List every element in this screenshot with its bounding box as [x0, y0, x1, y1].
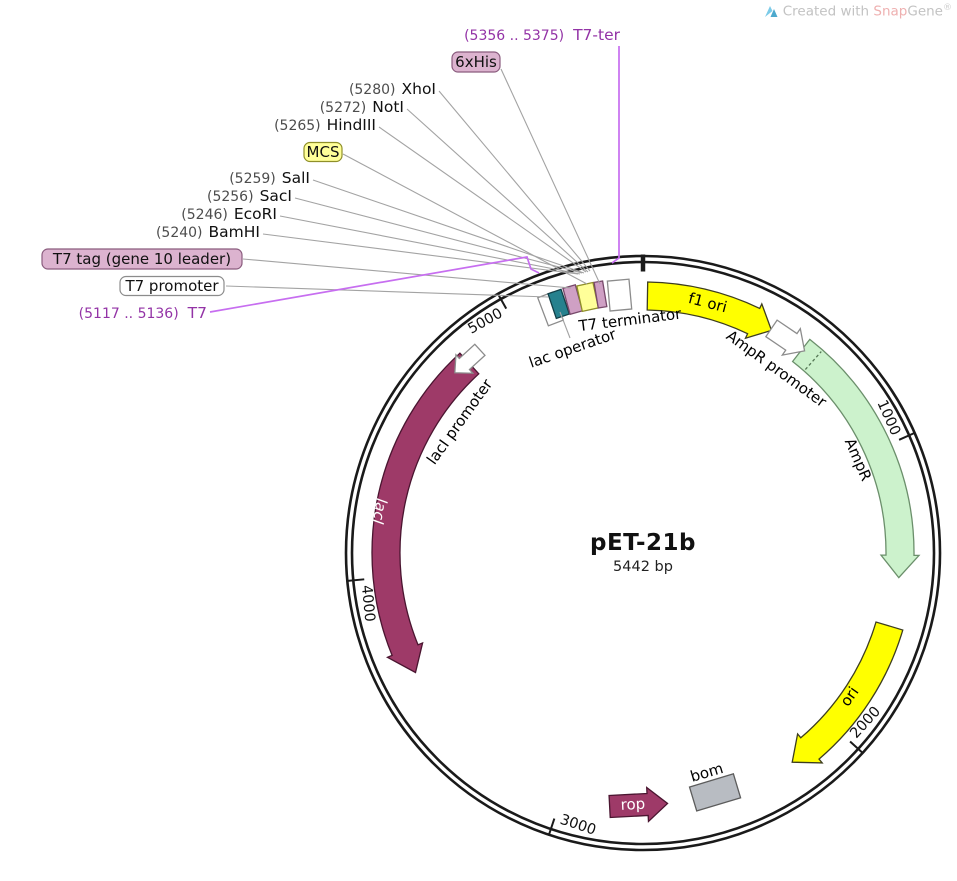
callout-t7-ter[interactable]: (5356 .. 5375)T7-ter	[464, 26, 621, 44]
feature-ampr[interactable]	[791, 338, 921, 579]
snapgene-logo-icon	[764, 5, 778, 17]
callout-bamhi[interactable]: (5240)BamHI	[156, 223, 260, 241]
feature-t7-terminator[interactable]	[606, 278, 633, 312]
callout-6xhis[interactable]: 6xHis	[451, 51, 501, 73]
feature-rop[interactable]	[608, 786, 669, 823]
ruler-tick-1000	[898, 431, 916, 441]
callout-t7-promoter[interactable]: T7 promoter	[119, 275, 225, 297]
callout-ecori[interactable]: (5246)EcoRI	[181, 205, 277, 223]
callout-label-mcs: MCS	[307, 143, 340, 161]
callout-line-6xhis	[500, 68, 601, 285]
callout-box-t7-tag[interactable]	[41, 248, 243, 270]
callout-line-t7-tag	[242, 258, 572, 289]
feature-bom[interactable]	[688, 773, 742, 812]
callout-line-saci	[294, 197, 583, 274]
callout-box-6xhis[interactable]	[451, 51, 501, 73]
lac-operator-connector-line	[559, 311, 571, 339]
feature-label-rop[interactable]: rop	[620, 795, 645, 814]
callout-t7[interactable]: (5117 .. 5136)T7	[79, 304, 207, 322]
callout-line-noti	[406, 108, 589, 273]
callout-line-t7	[209, 256, 540, 313]
callout-label-t7-tag: T7 tag (gene 10 leader)	[52, 250, 231, 268]
callout-box-t7-promoter[interactable]	[119, 275, 225, 297]
feature-ampr-divider	[804, 351, 822, 370]
plasmid-title: pET-21b 5442 bp	[543, 530, 743, 575]
callout-label-t7-promoter: T7 promoter	[124, 277, 219, 295]
ruler-label-4000: 4000	[358, 584, 377, 622]
watermark: Created with SnapGene®	[764, 3, 952, 20]
ruler-tick-4000	[346, 578, 365, 582]
callout-line-mcs	[342, 153, 588, 285]
callout-line-bamhi	[262, 233, 579, 275]
feature-laci-promoter[interactable]	[446, 341, 488, 382]
callout-box-mcs[interactable]	[303, 141, 343, 163]
feature-label-laci[interactable]: lacI	[369, 497, 391, 526]
callout-hindiii[interactable]: (5265)HindIII	[274, 116, 376, 134]
feature-f1-ori[interactable]	[646, 281, 773, 340]
callout-xhoi[interactable]: (5280)XhoI	[349, 80, 436, 98]
ruler-tick-3000	[547, 818, 556, 836]
callout-line-t7-ter	[611, 46, 620, 264]
ruler-tick-2000	[849, 740, 865, 755]
callout-label-6xhis: 6xHis	[455, 53, 497, 71]
feature-ori[interactable]	[791, 621, 904, 764]
plasmid-name: pET-21b	[589, 530, 696, 556]
callout-t7-tag[interactable]: T7 tag (gene 10 leader)	[41, 248, 243, 270]
watermark-text: Created with SnapGene®	[782, 3, 952, 20]
feature-laci[interactable]	[371, 352, 480, 674]
callout-line-sali	[312, 179, 585, 274]
callout-line-t7-promoter	[225, 285, 549, 298]
plasmid-size: 5442 bp	[613, 559, 673, 575]
callout-mcs[interactable]: MCS	[303, 141, 343, 163]
callout-line-xhoi	[438, 90, 591, 272]
ruler-label-3000: 3000	[558, 812, 598, 839]
callout-noti[interactable]: (5272)NotI	[320, 98, 404, 116]
feature-lac-operator[interactable]	[547, 288, 571, 320]
callout-sali[interactable]: (5259)SalI	[229, 169, 310, 187]
callout-line-hindiii	[378, 126, 587, 273]
feature-ampr-promoter[interactable]	[762, 315, 813, 364]
callout-saci[interactable]: (5256)SacI	[207, 187, 292, 205]
